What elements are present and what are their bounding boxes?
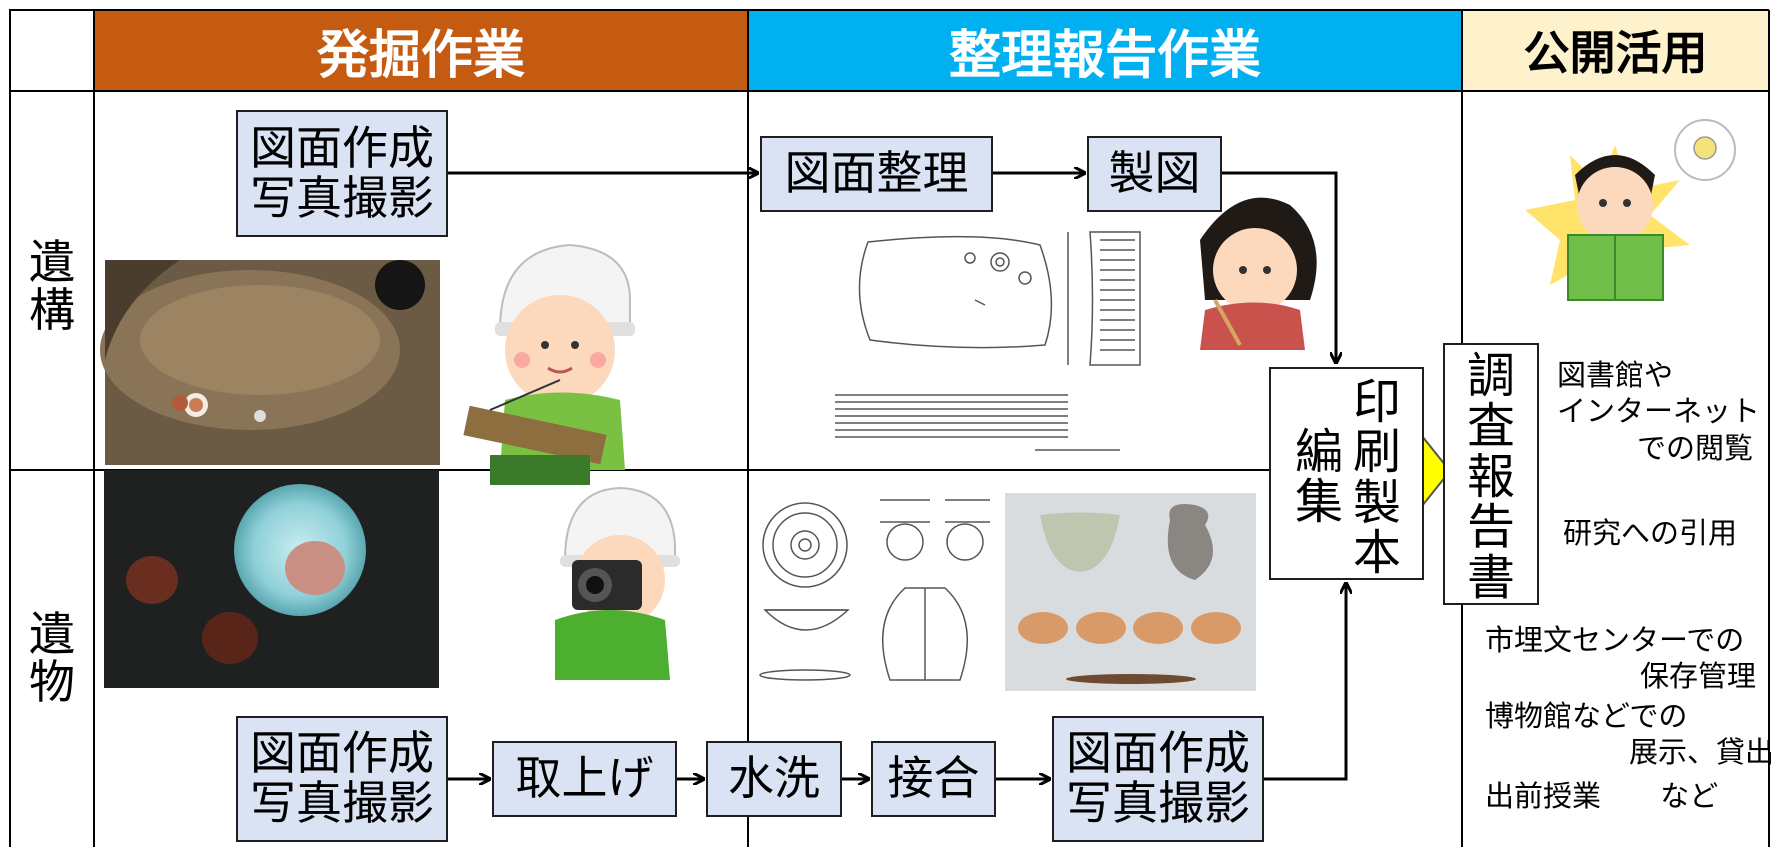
grid-row-divider xyxy=(9,469,1271,471)
note-museum: 博物館などでの 展示、貸出 xyxy=(1485,699,1775,770)
artifact-drawing xyxy=(759,499,990,681)
grid-top-border xyxy=(9,9,1769,11)
edit-column: 編 集 xyxy=(1295,424,1344,531)
flow-arrows xyxy=(447,173,1346,779)
header-public: 公開活用 xyxy=(1462,10,1769,90)
box-join: 接合 xyxy=(871,741,996,817)
row-label-artifacts: 遺 物 xyxy=(29,607,75,710)
surveyor-illustration xyxy=(463,243,635,485)
grid-right-border xyxy=(1768,10,1770,847)
grid-label-divider xyxy=(93,10,95,847)
artifact-finds-photo xyxy=(1005,493,1256,691)
note-storage: 市埋文センターでの 保存管理 xyxy=(1485,623,1757,694)
print-column: 印 刷 製 本 xyxy=(1353,374,1402,582)
note-browse: 図書館や インターネット での閲覧 xyxy=(1557,358,1761,465)
feature-pit-photo xyxy=(100,260,440,465)
box-features-record: 図面作成 写真撮影 xyxy=(236,110,448,237)
grid-left-border xyxy=(9,10,11,847)
box-drafting: 製図 xyxy=(1087,136,1222,212)
box-lift: 取上げ xyxy=(492,741,677,817)
header-excavation: 発掘作業 xyxy=(94,10,748,90)
box-wash: 水洗 xyxy=(706,741,842,817)
grid-header-divider xyxy=(9,90,1769,92)
grid-excav-report-divider xyxy=(747,10,749,847)
box-artifacts-record-2: 図面作成 写真撮影 xyxy=(1052,716,1264,842)
feature-drawing xyxy=(835,231,1141,451)
row-label-features: 遺 構 xyxy=(29,235,75,338)
box-drawing-organize: 図面整理 xyxy=(760,136,993,212)
box-artifacts-record: 図面作成 写真撮影 xyxy=(236,716,448,842)
report-column: 調 査 報 告 書 xyxy=(1467,348,1516,606)
box-edit-print: 編 集 印 刷 製 本 xyxy=(1269,367,1424,580)
artifact-bowl-photo xyxy=(104,470,439,688)
header-report: 整理報告作業 xyxy=(748,10,1462,90)
photographer-illustration xyxy=(555,486,680,680)
box-survey-report: 調 査 報 告 書 xyxy=(1443,343,1539,605)
reader-illustration xyxy=(1525,119,1736,301)
note-lecture: 出前授業 など xyxy=(1485,779,1719,813)
note-research-citation: 研究への引用 xyxy=(1563,516,1738,550)
drafter-illustration xyxy=(1200,197,1317,350)
